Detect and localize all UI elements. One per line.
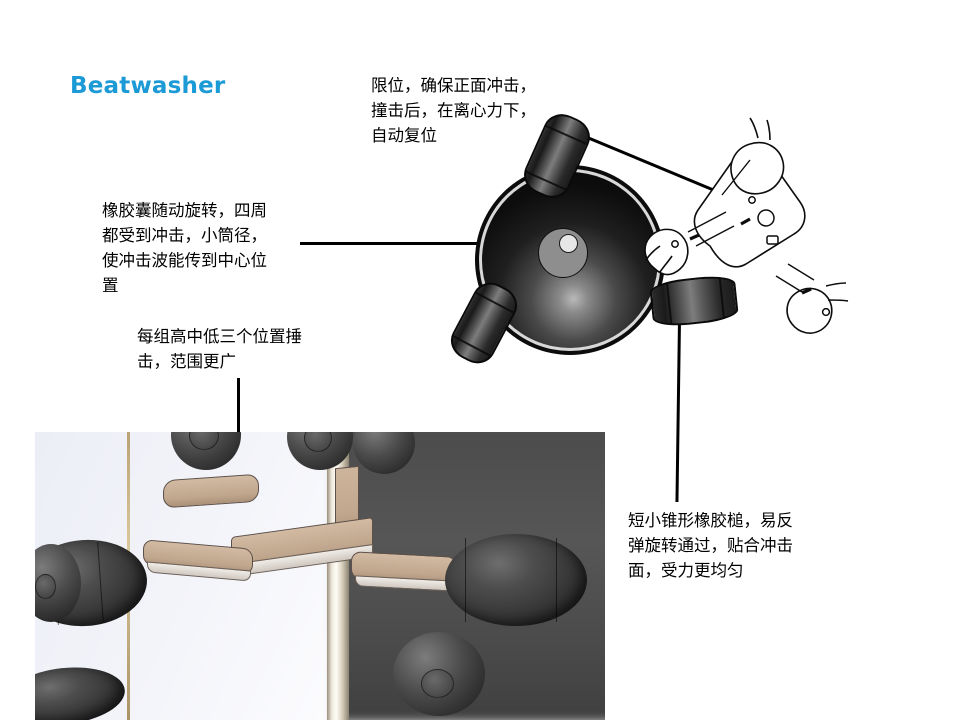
annotation-three-positions: 每组高中低三个位置捶 击，范围更广 xyxy=(137,327,302,371)
cad-shaded-render xyxy=(35,432,605,720)
rubber-bag-dome xyxy=(475,165,665,355)
rubber-hammer-right xyxy=(445,534,587,626)
beater-assembly-line-drawing xyxy=(444,100,915,375)
annotation-limit: 限位，确保正面冲击， 撞击后，在离心力下， 自动复位 xyxy=(371,76,536,145)
rubber-hammer-lower-right xyxy=(393,632,485,716)
leader-line-rubber-bag xyxy=(300,242,478,245)
page-title: Beatwasher xyxy=(70,73,226,99)
center-hole xyxy=(559,234,578,253)
annotation-rubber-bag: 橡胶囊随动旋转，四周 都受到冲击，小筒径， 使冲击波能传到中心位 置 xyxy=(102,201,267,295)
rubber-hammer-left-endcap xyxy=(35,544,81,622)
annotation-cone-hammer: 短小锥形橡胶槌，易反 弹旋转通过，贴合冲击 面，受力更均匀 xyxy=(628,511,793,580)
three-arm-yoke xyxy=(644,117,849,334)
